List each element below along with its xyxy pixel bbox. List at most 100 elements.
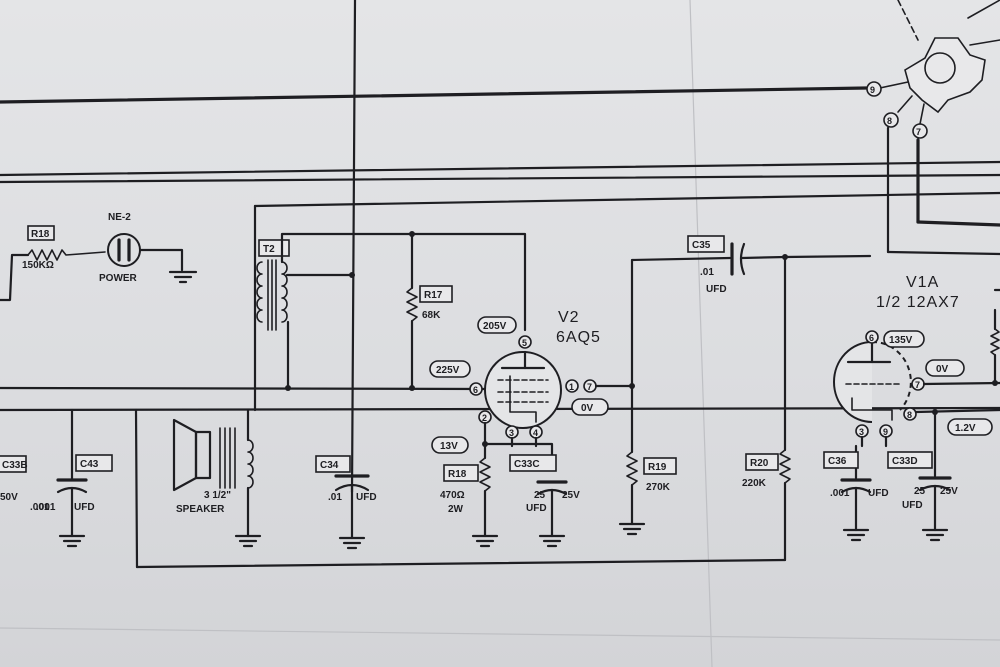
- c33c-ref: C33C: [514, 459, 540, 470]
- c36-capacitor: C36 .001 UFD: [823, 444, 889, 542]
- v2-pin-6: 6: [469, 382, 483, 396]
- svg-text:1: 1: [569, 382, 574, 392]
- pin-label: 7: [916, 127, 921, 137]
- neon-function-label: POWER: [99, 273, 138, 284]
- c43-unit: UFD: [74, 502, 95, 513]
- bus-wires: [0, 0, 1000, 569]
- svg-text:4: 4: [533, 428, 538, 438]
- svg-text:205V: 205V: [483, 321, 507, 332]
- c33d-ref: C33D: [892, 456, 918, 467]
- r18-ref: R18: [31, 229, 50, 240]
- v1a-pin-9: 9: [879, 424, 893, 438]
- pin-label: 8: [887, 116, 892, 126]
- v1a-pin-8: 8: [903, 407, 917, 421]
- v1a-type: 1/2 12AX7: [876, 294, 960, 311]
- v1a-pin-6: 6: [865, 330, 879, 344]
- r18-cathode-resistor: R18 470Ω 2W: [440, 442, 499, 548]
- r20-resistor: R20 220K: [742, 254, 872, 562]
- v2-pin-4: 4: [529, 425, 543, 439]
- v1a-ref: V1A: [906, 274, 939, 291]
- v1a-tube: V1A 1/2 12AX7 6 7 8 3 9 135V 0V 1.2V: [833, 274, 1000, 448]
- svg-text:5: 5: [522, 338, 527, 348]
- c34-capacitor: C34 .01 UFD: [315, 455, 377, 550]
- v2-pin-7: 7: [583, 379, 597, 393]
- c43-ref: C43: [80, 459, 99, 470]
- r18b-ref: R18: [448, 469, 467, 480]
- svg-text:9: 9: [883, 427, 888, 437]
- r18b-value: 470Ω: [440, 490, 465, 501]
- v1a-grid-voltage: 0V: [925, 359, 965, 377]
- c33d-voltage: 25V: [940, 486, 958, 497]
- v2-plate-voltage: 205V: [477, 316, 517, 334]
- v2-pin-1: 1: [565, 379, 579, 393]
- svg-text:0V: 0V: [581, 403, 594, 414]
- c33b-fragment: C33B 50V: [0, 455, 28, 503]
- c36-unit: UFD: [868, 488, 889, 499]
- c43-capacitor: C43 .001 UFD: [36, 408, 113, 548]
- c35-ref: C35: [692, 240, 711, 251]
- t2-transformer: T2: [253, 204, 527, 412]
- pin-8: 8: [883, 112, 899, 128]
- svg-text:225V: 225V: [436, 365, 460, 376]
- r18-value: 150KΩ: [22, 260, 54, 271]
- c36-ref: C36: [828, 456, 847, 467]
- c34-value: .01: [328, 492, 342, 503]
- svg-text:1.2V: 1.2V: [955, 423, 976, 434]
- paper-fold: [0, 627, 1000, 641]
- svg-text:6: 6: [473, 385, 478, 395]
- top-tube-socket: 9 8 7: [866, 0, 1000, 292]
- c34-unit: UFD: [356, 492, 377, 503]
- v1a-cathode-voltage: 1.2V: [947, 418, 993, 436]
- v1a-plate-voltage: 135V: [883, 330, 925, 348]
- v2-pin-3: 3: [505, 425, 519, 439]
- c33b-voltage: 50V: [0, 492, 18, 503]
- c35-capacitor: C35 .01 UFD: [687, 235, 788, 295]
- r17-resistor: R17 68K: [406, 231, 453, 391]
- svg-text:3: 3: [509, 428, 514, 438]
- c33c-voltage: 25V: [562, 490, 580, 501]
- t2-ref: T2: [263, 244, 275, 255]
- r18b-power: 2W: [448, 504, 464, 515]
- c33c-unit: UFD: [526, 503, 547, 514]
- paper-fold: [689, 0, 713, 667]
- v2-pin-5: 5: [518, 335, 532, 349]
- pin-9: 9: [866, 81, 882, 97]
- v2-type: 6AQ5: [556, 329, 601, 346]
- c33b-ref: C33B: [2, 460, 28, 471]
- v2-pin-2: 2: [478, 410, 492, 424]
- speaker: 3 1/2" SPEAKER: [172, 408, 262, 548]
- c43-value: .001: [36, 502, 56, 513]
- speaker-label: SPEAKER: [176, 504, 225, 515]
- v1a-pin-7: 7: [911, 377, 925, 391]
- c35-value: .01: [700, 267, 714, 278]
- v2-screen-voltage: 225V: [429, 360, 471, 378]
- svg-text:7: 7: [587, 382, 592, 392]
- r17-value: 68K: [422, 310, 441, 321]
- r19-value: 270K: [646, 482, 671, 493]
- c34-ref: C34: [320, 460, 339, 471]
- svg-text:6: 6: [869, 333, 874, 343]
- svg-text:7: 7: [915, 380, 920, 390]
- r20-value: 220K: [742, 478, 767, 489]
- c33b-value-text: .001: [30, 502, 50, 513]
- v2-cathode-voltage: 13V: [431, 436, 469, 454]
- svg-text:3: 3: [859, 427, 864, 437]
- r17-ref: R17: [424, 290, 443, 301]
- neon-power-indicator: R18 150KΩ NE-2 POWER: [0, 212, 198, 302]
- r20-ref: R20: [750, 458, 769, 469]
- pin-7: 7: [912, 123, 928, 139]
- c33c-value: 25: [534, 490, 546, 501]
- c33d-value: 25: [914, 486, 926, 497]
- v1a-pin-3: 3: [855, 424, 869, 438]
- c33d-unit: UFD: [902, 500, 923, 511]
- c33c-capacitor: C33C 25 25V UFD: [509, 454, 580, 548]
- svg-text:0V: 0V: [936, 364, 949, 375]
- c35-unit: UFD: [706, 284, 727, 295]
- svg-text:13V: 13V: [440, 441, 458, 452]
- c36-value: .001: [830, 488, 850, 499]
- svg-text:.001: .001: [30, 502, 50, 513]
- neon-type: NE-2: [108, 212, 131, 223]
- v2-grid-voltage: 0V: [571, 398, 609, 416]
